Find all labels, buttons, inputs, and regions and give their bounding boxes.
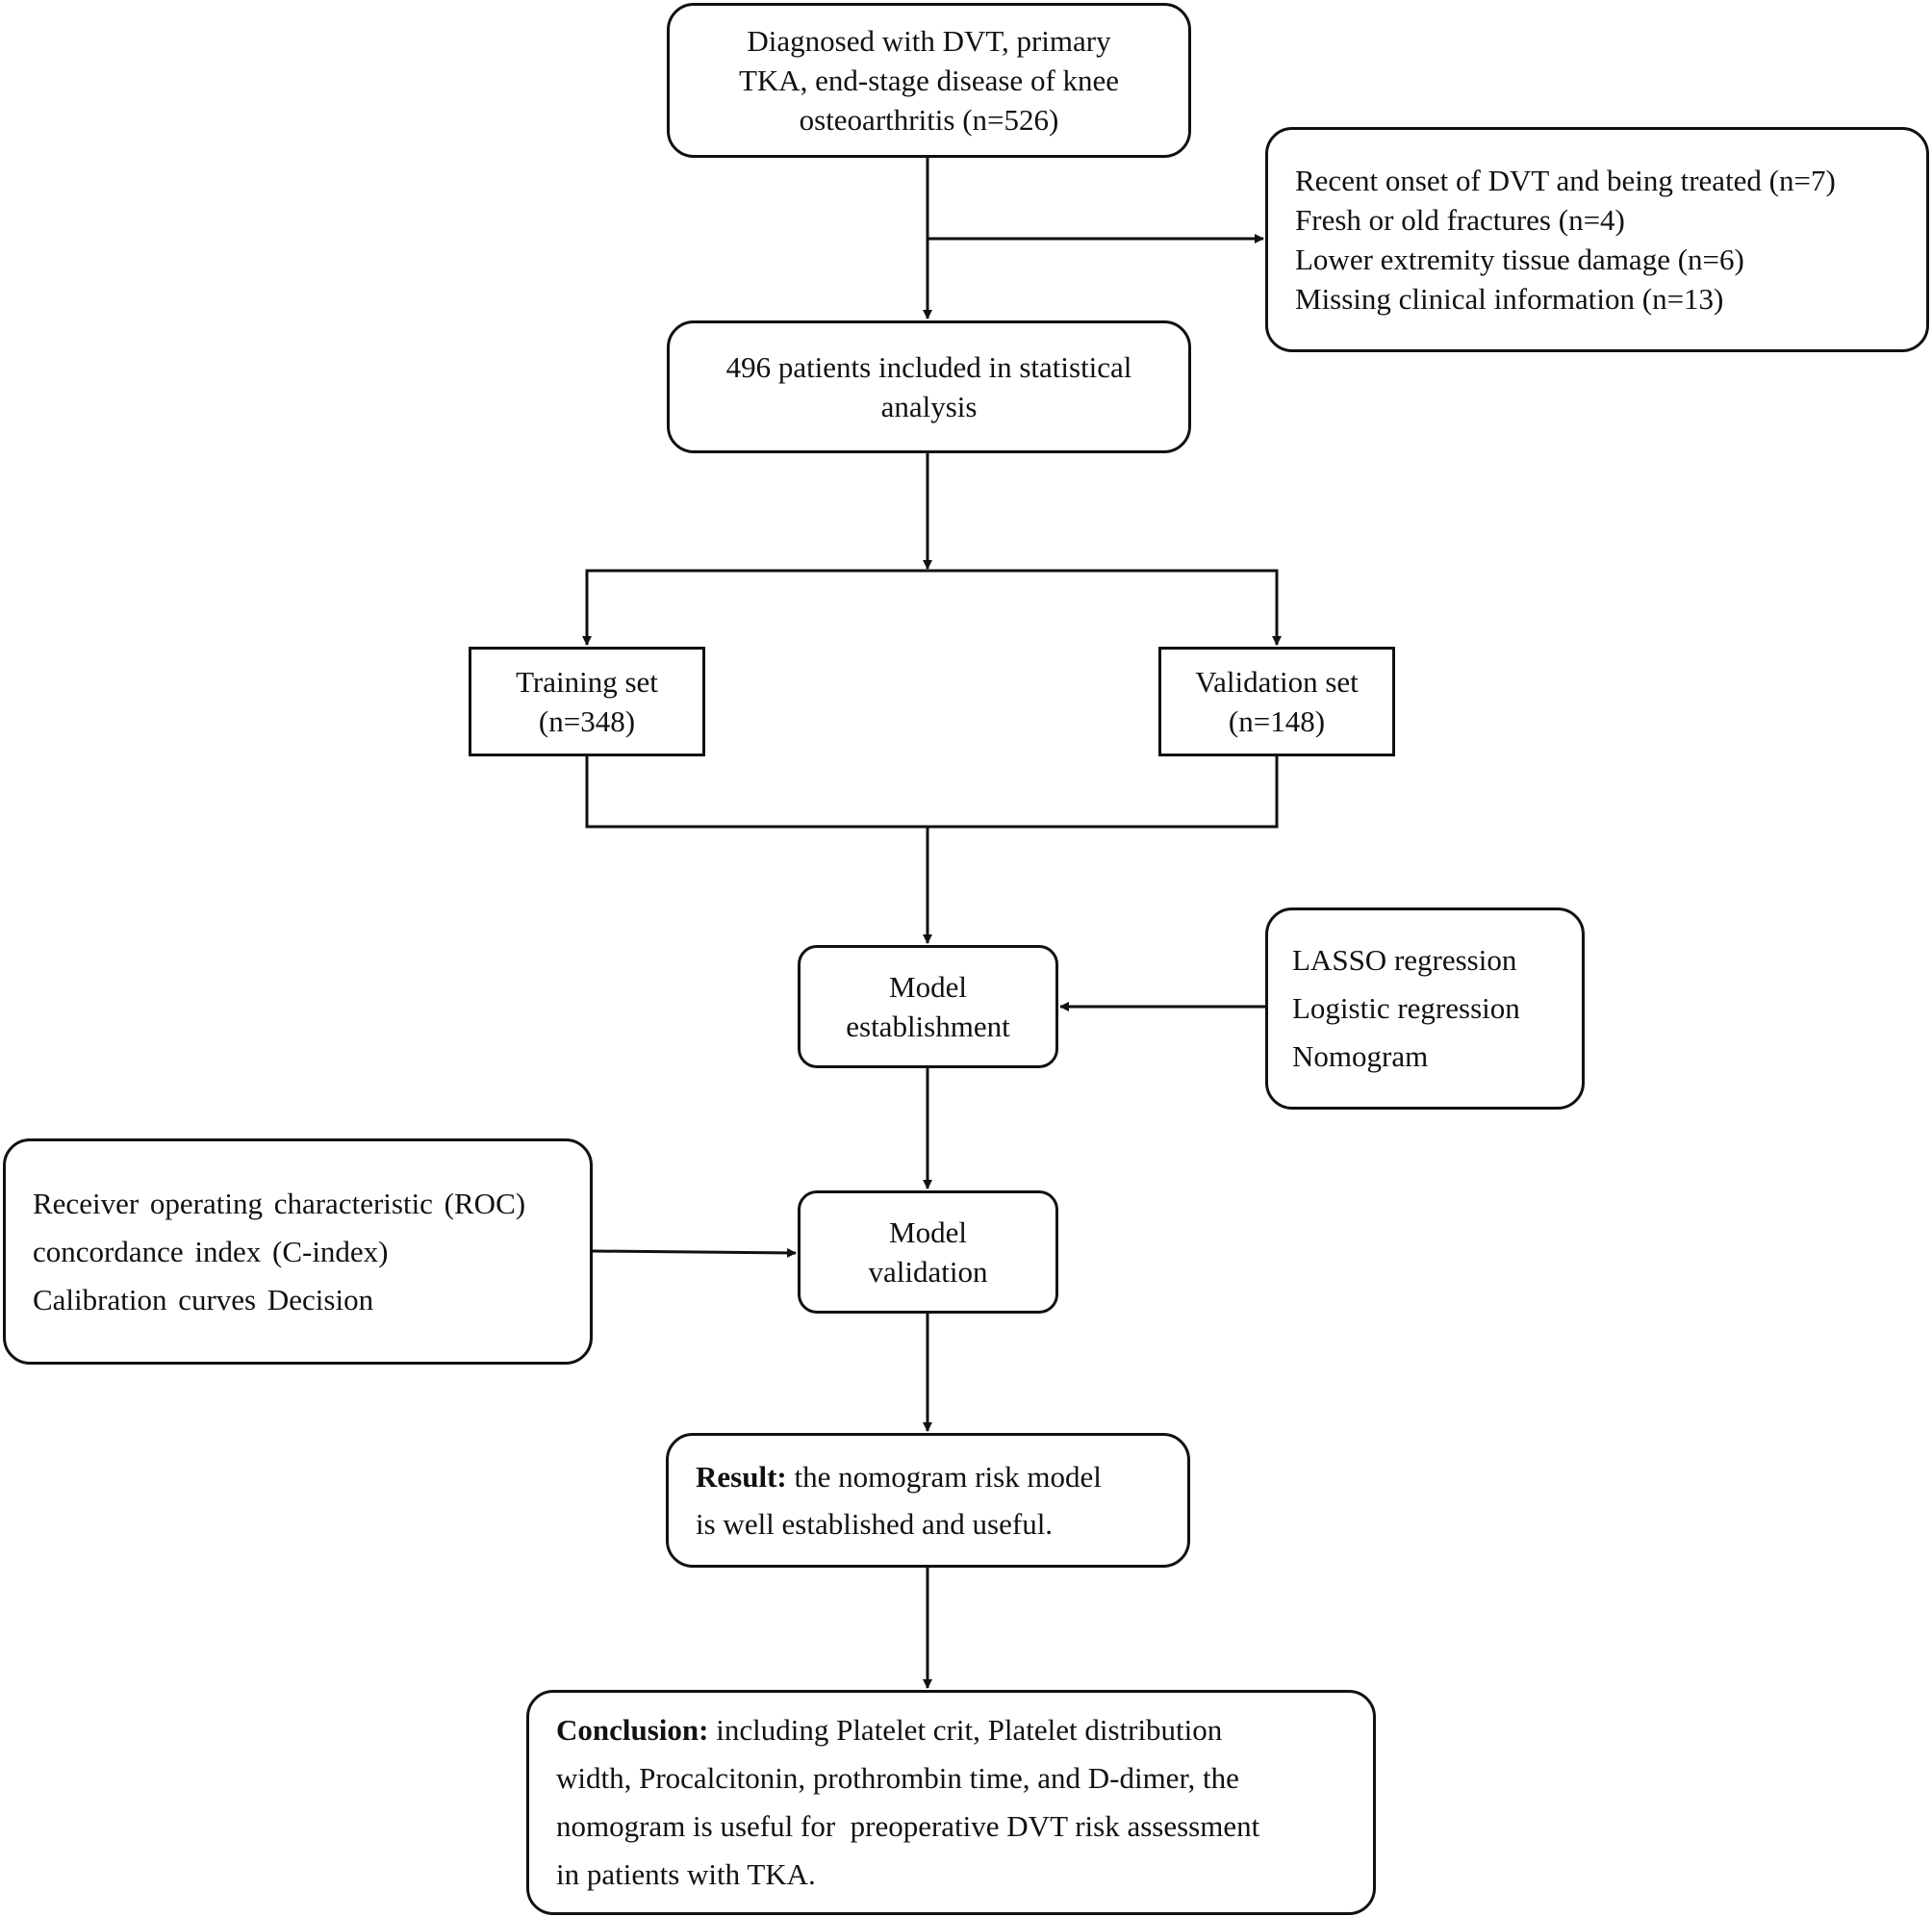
text-line: Training set [516, 665, 658, 699]
result-label: Result: [696, 1460, 787, 1494]
text-line: in patients with TKA. [556, 1857, 816, 1891]
exclusions-box: Recent onset of DVT and being treated (n… [1265, 127, 1929, 352]
text-line: Fresh or old fractures (n=4) [1295, 203, 1625, 237]
text-line: Calibration curves Decision [33, 1282, 374, 1316]
text-line: Model [889, 1215, 967, 1249]
model-establishment-box: Model establishment [798, 945, 1058, 1068]
text-line: osteoarthritis (n=526) [799, 103, 1059, 137]
text-line: Conclusion: including Platelet crit, Pla… [556, 1706, 1373, 1754]
text-line: Diagnosed with DVT, primary [747, 24, 1111, 58]
text-line: Lower extremity tissue damage (n=6) [1295, 243, 1744, 276]
metrics-box: Receiver operating characteristic (ROC) … [3, 1138, 593, 1365]
text-line: LASSO regression [1292, 943, 1517, 977]
text-line: (n=348) [538, 704, 636, 738]
methods-box: LASSO regression Logistic regression Nom… [1265, 907, 1585, 1110]
text-span: the nomogram risk model [786, 1460, 1102, 1494]
text-line: Missing clinical information (n=13) [1295, 282, 1724, 316]
text-line: analysis [880, 390, 978, 423]
text-line: concordance index (C-index) [33, 1234, 389, 1268]
text-span: including Platelet crit, Platelet distri… [708, 1713, 1223, 1747]
merge-line [585, 756, 1279, 829]
text-line: nomogram is useful for preoperative DVT … [556, 1809, 1260, 1843]
initial-box: Diagnosed with DVT, primary TKA, end-sta… [667, 3, 1191, 158]
result-box: Result: the nomogram risk model is well … [666, 1433, 1190, 1568]
arrow-metrics-to-validation [592, 1247, 797, 1258]
text-line: Logistic regression [1292, 991, 1520, 1025]
text-line: establishment [846, 1010, 1010, 1043]
conclusion-label: Conclusion: [556, 1713, 709, 1747]
text-line: (n=148) [1228, 704, 1326, 738]
split-line [585, 569, 1279, 645]
text-line: validation [868, 1255, 988, 1289]
validation-box: Validation set (n=148) [1158, 647, 1395, 756]
included-box: 496 patients included in statistical ana… [667, 320, 1191, 453]
text-line: 496 patients included in statistical [725, 350, 1132, 384]
conclusion-box: Conclusion: including Platelet crit, Pla… [526, 1690, 1376, 1915]
text-line: Validation set [1195, 665, 1359, 699]
text-line: Model [889, 970, 967, 1004]
training-box: Training set (n=348) [469, 647, 705, 756]
model-validation-box: Model validation [798, 1190, 1058, 1314]
text-line: width, Procalcitonin, prothrombin time, … [556, 1761, 1239, 1795]
text-line: Recent onset of DVT and being treated (n… [1295, 164, 1836, 197]
text-line: Result: the nomogram risk model [696, 1453, 1187, 1500]
text-line: Receiver operating characteristic (ROC) [33, 1186, 526, 1220]
text-line: TKA, end-stage disease of knee [738, 64, 1120, 97]
text-line: Nomogram [1292, 1039, 1429, 1073]
text-line: is well established and useful. [696, 1507, 1054, 1541]
